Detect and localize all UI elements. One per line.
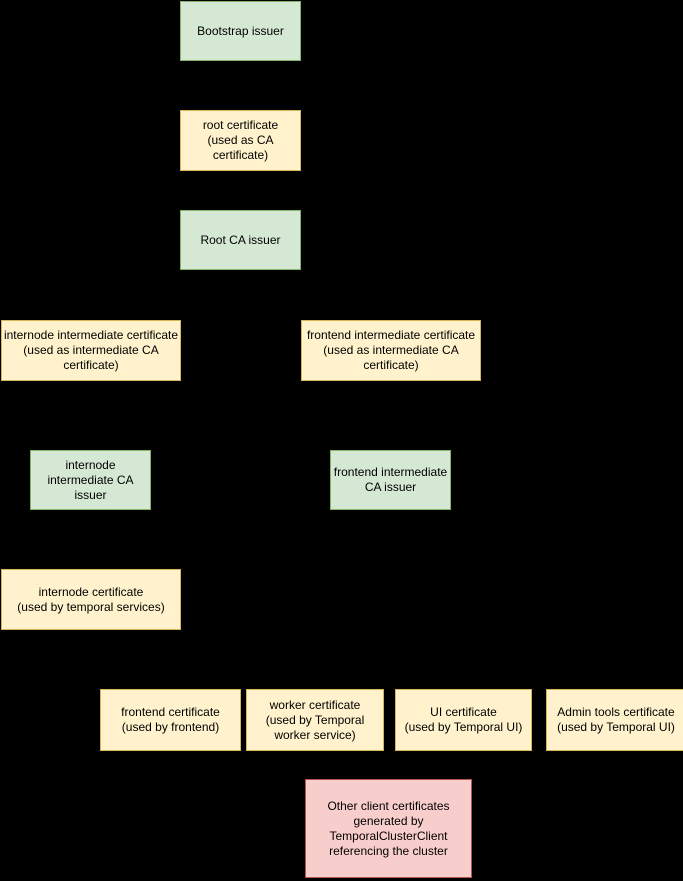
internode-intermediate-ca-issuer-node: internode intermediate CA issuer (30, 450, 151, 510)
admin-tools-certificate-node: Admin tools certificate (used by Tempora… (546, 689, 683, 751)
frontend-intermediate-ca-issuer-label: frontend intermediate CA issuer (333, 465, 448, 494)
ui-certificate-node: UI certificate (used by Temporal UI) (395, 689, 532, 751)
root-ca-issuer-node: Root CA issuer (180, 210, 301, 270)
other-client-certificates-label: Other client certificates generated by T… (327, 798, 450, 858)
worker-certificate-node: worker certificate (used by Temporal wor… (246, 689, 384, 751)
frontend-intermediate-certificate-label: frontend intermediate certificate (used … (306, 328, 476, 372)
internode-intermediate-certificate-node: internode intermediate certificate (used… (1, 320, 181, 381)
frontend-certificate-label: frontend certificate (used by frontend) (121, 705, 220, 734)
internode-certificate-node: internode certificate (used by temporal … (1, 569, 181, 630)
bootstrap-issuer-node: Bootstrap issuer (180, 1, 301, 61)
root-certificate-label: root certificate (used as CA certificate… (202, 118, 279, 162)
internode-intermediate-ca-issuer-label: internode intermediate CA issuer (47, 457, 134, 502)
root-ca-issuer-label: Root CA issuer (200, 232, 281, 247)
root-certificate-node: root certificate (used as CA certificate… (180, 110, 301, 171)
frontend-intermediate-certificate-node: frontend intermediate certificate (used … (301, 320, 481, 381)
other-client-certificates-node: Other client certificates generated by T… (305, 779, 472, 878)
bootstrap-issuer-label: Bootstrap issuer (197, 23, 284, 38)
internode-intermediate-certificate-label: internode intermediate certificate (used… (3, 328, 179, 372)
ui-certificate-label: UI certificate (used by Temporal UI) (404, 705, 523, 734)
internode-certificate-label: internode certificate (used by temporal … (17, 584, 165, 614)
worker-certificate-label: worker certificate (used by Temporal wor… (265, 697, 365, 742)
frontend-intermediate-ca-issuer-node: frontend intermediate CA issuer (330, 450, 451, 510)
frontend-certificate-node: frontend certificate (used by frontend) (100, 689, 241, 751)
admin-tools-certificate-label: Admin tools certificate (used by Tempora… (557, 705, 675, 734)
